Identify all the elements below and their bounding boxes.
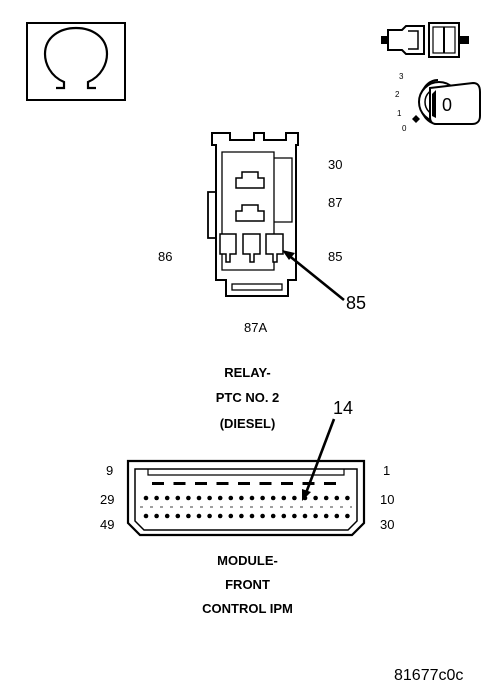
module-pin-row3 — [143, 513, 149, 519]
module-pin-29: 29 — [100, 492, 115, 507]
module-pin-1: 1 — [383, 463, 391, 478]
ignition-switch-icon-wrap: 3 2 1 0 0 — [390, 68, 490, 138]
module-pin-row2 — [175, 495, 181, 501]
module-pin-row3 — [302, 513, 308, 519]
relay-probe-callout: 85 — [346, 293, 367, 313]
module-pin-row3 — [196, 513, 202, 519]
relay-caption-line-1: RELAY- — [224, 365, 271, 380]
module-pin-10: 10 — [380, 492, 395, 507]
key-position-current: 0 — [442, 95, 453, 115]
relay-caption-line-2: PTC NO. 2 — [215, 390, 280, 405]
relay-terminal-85: 85 — [328, 249, 343, 264]
ignition-key-icon — [412, 79, 481, 125]
module-pin-row3 — [281, 513, 287, 519]
module-pin-row3 — [249, 513, 255, 519]
module-pin-row2 — [228, 495, 234, 501]
key-position-3: 3 — [399, 72, 404, 81]
module-pin-row3 — [164, 513, 170, 519]
module-pin-row3 — [186, 513, 191, 519]
connector-disconnect-icon-wrap — [380, 15, 480, 65]
module-pin-row2 — [345, 495, 350, 501]
module-pin-row1 — [238, 482, 250, 485]
module-pin-row1 — [173, 482, 186, 485]
module-pin-row2 — [281, 495, 287, 501]
relay-terminal-87: 87 — [328, 195, 343, 210]
module-pin-row2 — [239, 495, 244, 501]
module-pin-row3 — [217, 513, 223, 519]
module-pin-49: 49 — [100, 517, 115, 532]
module-pin-row2 — [249, 495, 255, 501]
figure-id: 81677c0c — [394, 667, 464, 684]
module-pin-row2 — [260, 495, 265, 501]
module-pin-30: 30 — [380, 517, 395, 532]
module-pin-row3 — [154, 513, 159, 519]
module-pin-row3 — [207, 513, 212, 519]
module-pin-row2 — [186, 495, 191, 501]
module-pin-row3 — [260, 513, 265, 519]
relay-terminal-30: 30 — [328, 157, 343, 172]
module-pin-row3 — [334, 513, 340, 519]
module-pin-row3 — [175, 513, 181, 519]
module-pin-9: 9 — [106, 463, 114, 478]
module-pin-row2 — [270, 495, 276, 501]
module-pin-row3 — [270, 513, 276, 519]
module-pin-row2 — [154, 495, 159, 501]
key-position-0: 0 — [402, 124, 407, 133]
module-pin-row1 — [216, 482, 229, 485]
connector-disconnect-icon — [381, 22, 469, 58]
module-pin-row3 — [292, 513, 297, 519]
module-pin-row2 — [217, 495, 223, 501]
module-pin-row2 — [196, 495, 202, 501]
module-caption-line-2: FRONT — [225, 577, 270, 592]
module-pin-row3 — [345, 513, 350, 519]
module-pin-row1 — [324, 482, 336, 485]
module-pin-row2 — [207, 495, 212, 501]
relay-terminal-86: 86 — [158, 249, 173, 264]
module-pin-row1 — [152, 482, 164, 485]
ohmmeter-symbol — [0, 0, 130, 110]
module-pin-row3 — [313, 513, 318, 519]
relay-caption-line-3: (DIESEL) — [219, 416, 276, 431]
relay-terminal-87a: 87A — [244, 320, 268, 335]
module-pin-row3 — [323, 513, 329, 519]
module-pin-row2 — [313, 495, 318, 501]
module-pin-row2 — [334, 495, 340, 501]
key-position-1: 1 — [397, 109, 402, 118]
module-pin-row2 — [143, 495, 149, 501]
ohm-icon — [26, 22, 126, 101]
module-caption-line-3: CONTROL IPM — [202, 601, 293, 616]
module-pin-row1 — [281, 482, 293, 485]
module-pin-row3 — [239, 513, 244, 519]
module-probe-callout: 14 — [333, 398, 354, 418]
key-position-2: 2 — [395, 90, 400, 99]
module-connector — [0, 395, 495, 545]
module-pin-row1 — [259, 482, 272, 485]
module-pin-row2 — [292, 495, 297, 501]
module-connector-drawing — [126, 418, 366, 537]
module-caption-line-1: MODULE- — [217, 553, 278, 568]
module-pin-row2 — [323, 495, 329, 501]
module-pin-row3 — [228, 513, 234, 519]
module-pin-row1 — [195, 482, 207, 485]
module-pin-row2 — [164, 495, 170, 501]
